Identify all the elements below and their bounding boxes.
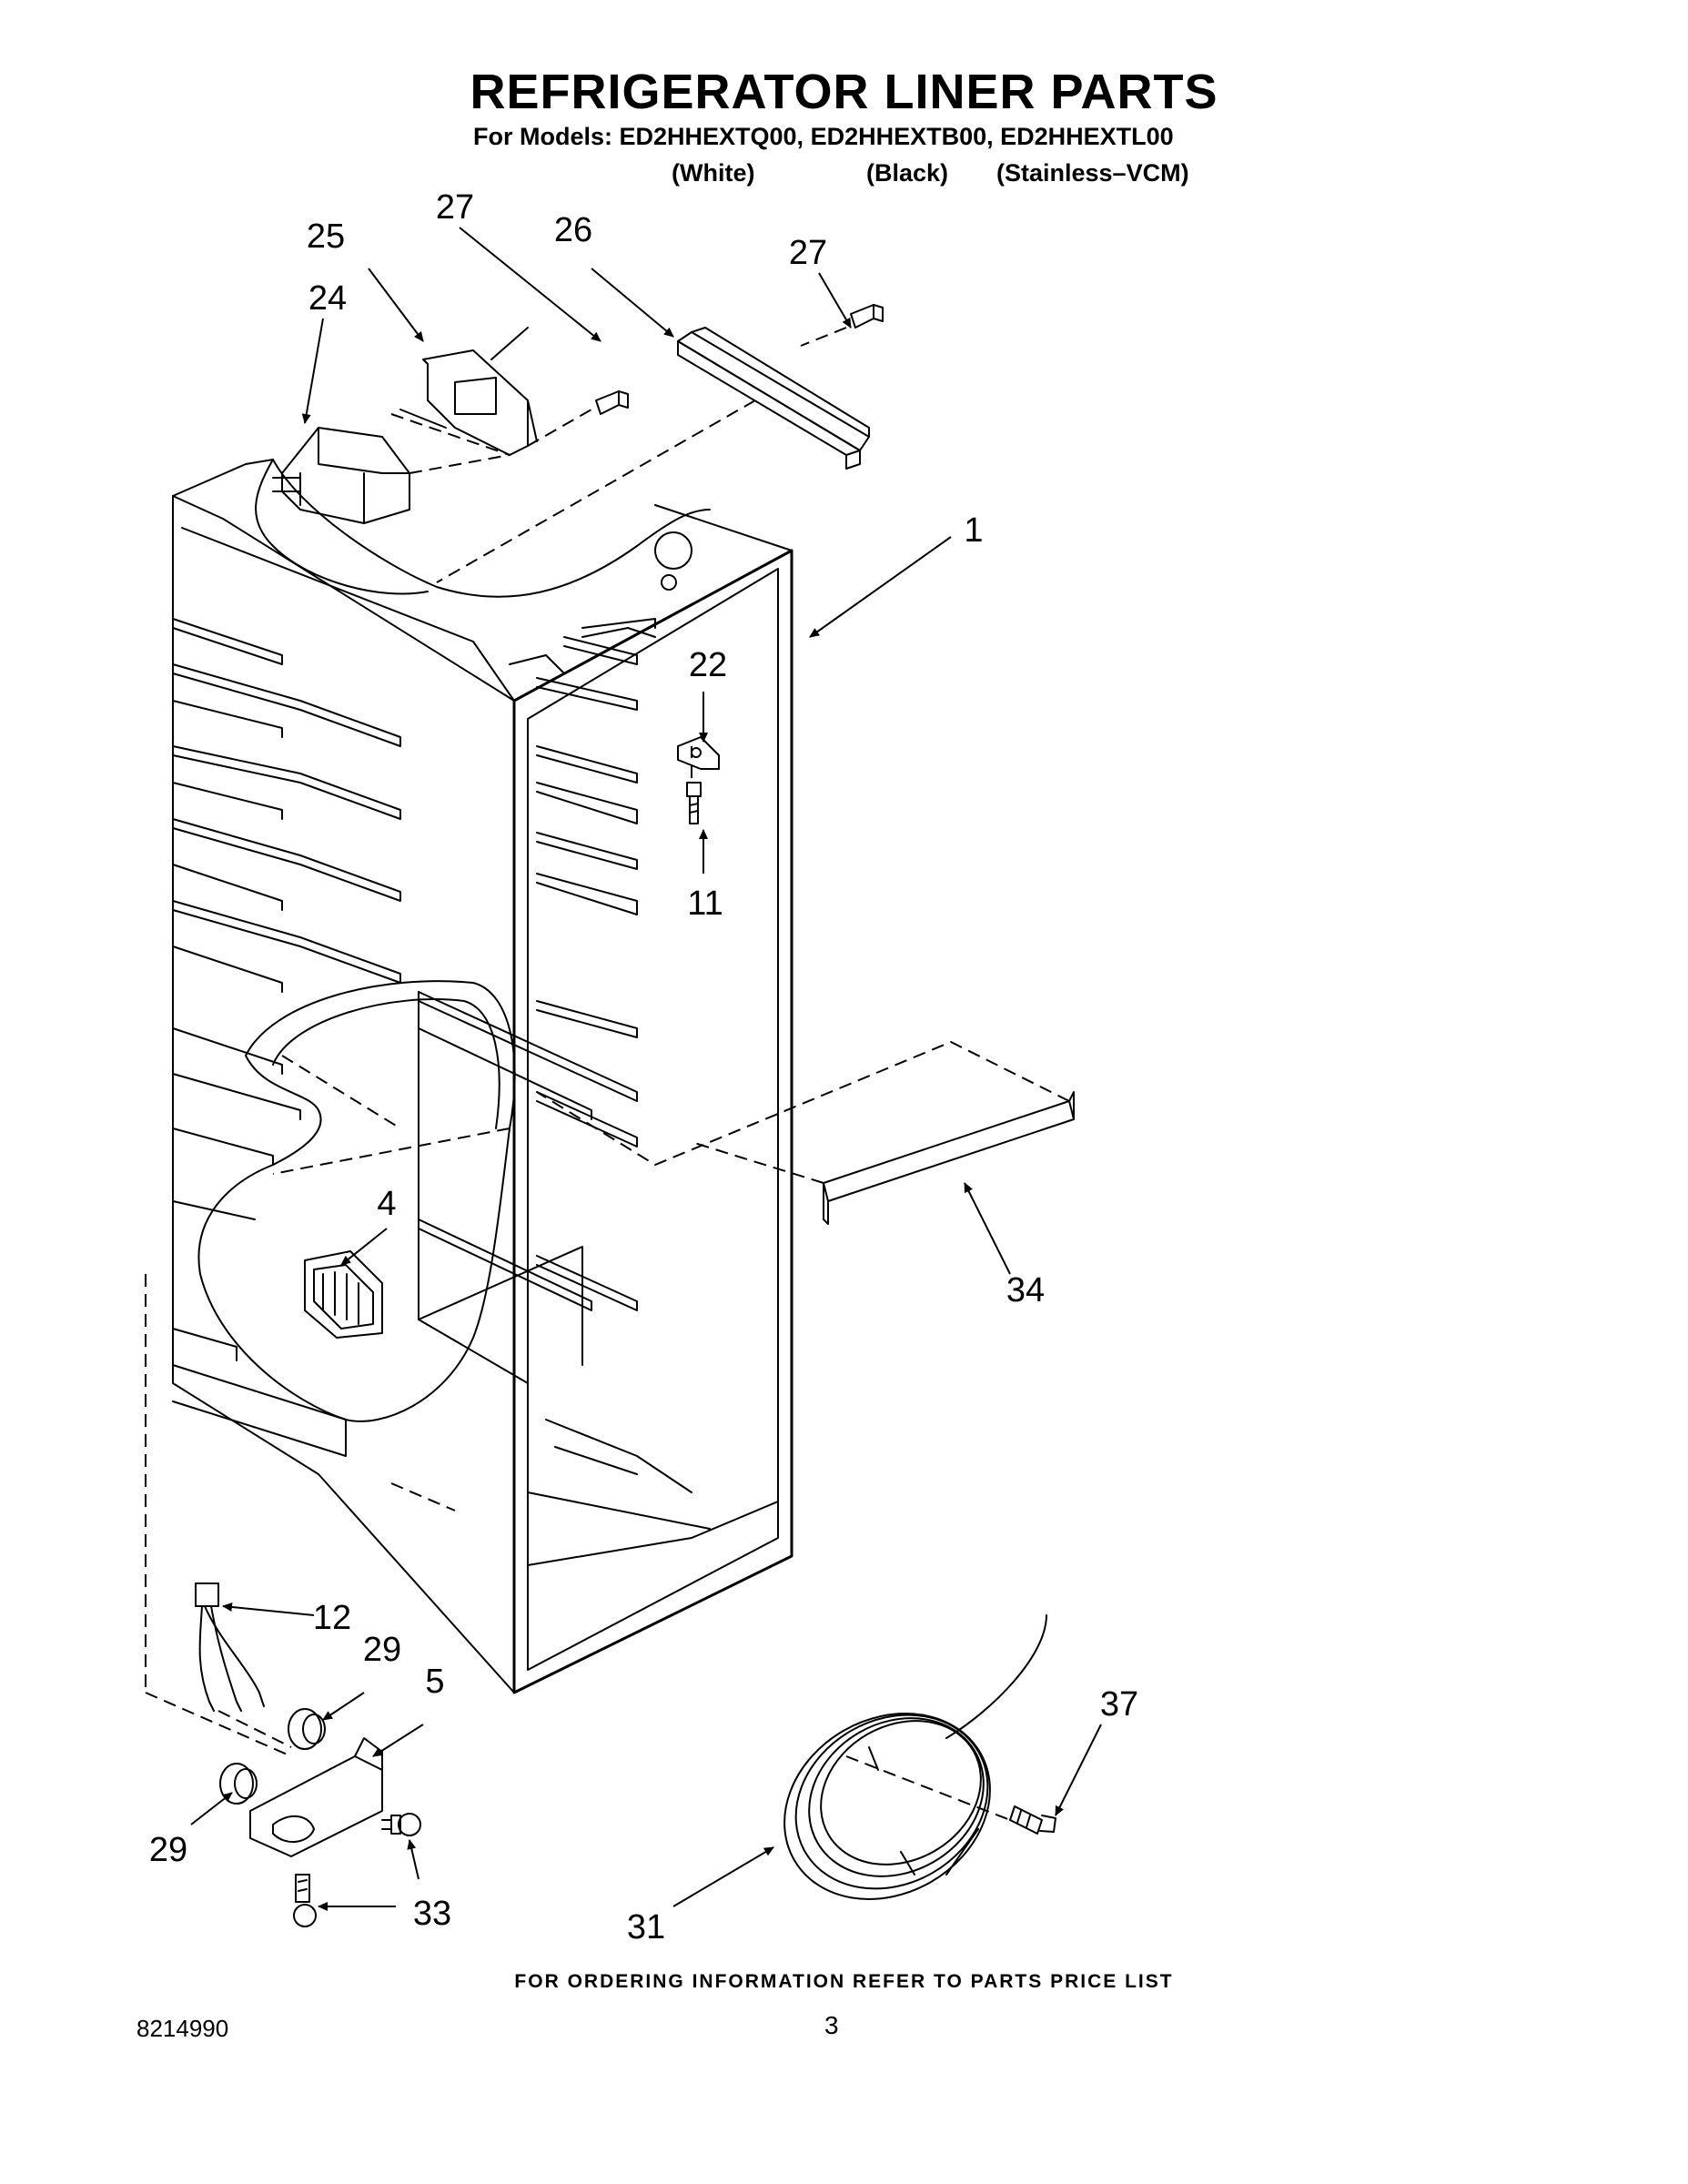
part-12-wire-harness xyxy=(195,1582,265,1712)
part-5-housing xyxy=(249,1737,383,1857)
callout-29-lower: 29 xyxy=(149,1831,187,1869)
leader-lines xyxy=(190,227,1102,1911)
part-33-pin-right xyxy=(381,1813,421,1836)
document-number: 8214990 xyxy=(136,2015,229,2042)
callout-26: 26 xyxy=(554,211,592,249)
callout-37: 37 xyxy=(1100,1685,1138,1724)
callout-27-left: 27 xyxy=(436,188,474,227)
part-31-coiled-tubing xyxy=(783,1614,1047,1900)
callout-29-upper: 29 xyxy=(363,1631,401,1669)
part-27-screw-top-right xyxy=(850,304,884,329)
refrigerator-liner xyxy=(172,459,793,1694)
models-line: For Models: ED2HHEXTQ00, ED2HHEXTB00, ED… xyxy=(473,123,1174,150)
callout-31: 31 xyxy=(627,1908,665,1946)
part-11-screw xyxy=(686,782,702,824)
part-26-channel xyxy=(677,327,870,470)
callout-25: 25 xyxy=(307,217,345,256)
page-title: REFRIGERATOR LINER PARTS xyxy=(470,65,1218,119)
part-29-bushing-lower xyxy=(219,1763,258,1805)
page-number: 3 xyxy=(824,2011,839,2039)
callout-5: 5 xyxy=(425,1663,444,1701)
callout-4: 4 xyxy=(377,1185,396,1223)
part-33-pin-bottom xyxy=(293,1874,317,1927)
ordering-note: FOR ORDERING INFORMATION REFER TO PARTS … xyxy=(514,1971,1174,1992)
callout-27-right: 27 xyxy=(789,234,827,272)
part-24-control-housing xyxy=(272,427,410,524)
part-25-bracket xyxy=(399,327,538,456)
assembly-lines xyxy=(145,327,1070,1821)
part-22-clip xyxy=(677,736,720,770)
variant-stainless: (Stainless–VCM) xyxy=(996,159,1189,187)
callout-12: 12 xyxy=(313,1599,351,1637)
part-34-cover-plate xyxy=(823,1091,1075,1225)
callout-1: 1 xyxy=(964,511,983,550)
part-37-screw xyxy=(1009,1805,1056,1835)
variant-white: (White) xyxy=(672,159,755,187)
variant-black: (Black) xyxy=(866,159,949,187)
callout-11: 11 xyxy=(687,885,723,923)
callout-22: 22 xyxy=(689,646,727,684)
callout-34: 34 xyxy=(1006,1271,1045,1309)
callout-33: 33 xyxy=(413,1895,451,1933)
callout-24: 24 xyxy=(308,279,347,318)
part-29-bushing-upper xyxy=(288,1708,326,1750)
part-27-screw-top-left xyxy=(595,390,629,415)
